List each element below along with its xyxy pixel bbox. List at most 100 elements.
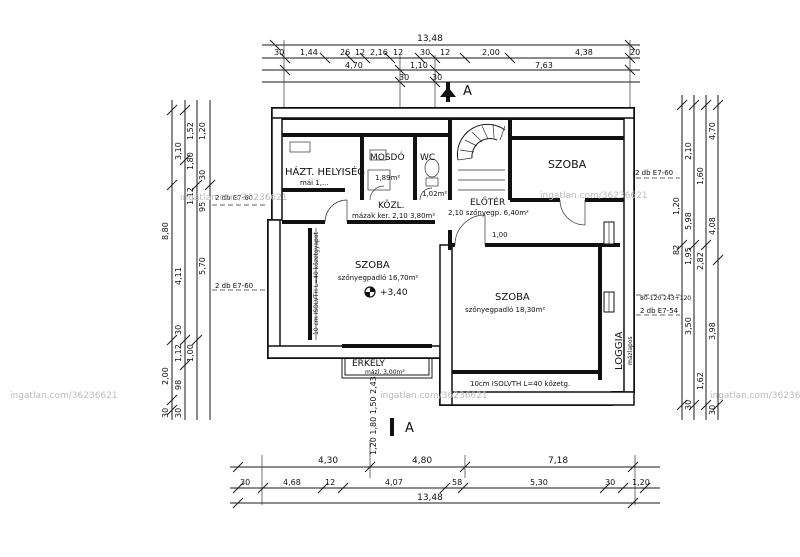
left-dim-inner-3: 1,12 [186,187,195,205]
room-wc-sub: 1,02m² [422,190,447,198]
right-dim-inner-1: 2,10 [684,142,693,160]
left-dim-inner-1: 1,20 [198,122,207,140]
left-dim-mid-2: 1,80 [186,152,195,170]
left-dim-mid-6: 98 [174,380,183,390]
room-szoba-right-sub: szőnyegpadló 18,30m² [465,305,545,314]
top-dim-9: 2,00 [482,48,500,57]
left-dim-outer-2: 4,11 [174,267,183,285]
top-dimension-block: 13,48 30 1,44 26 12 2,16 12 30 12 2,00 4… [262,34,640,108]
level-marker-icon [364,286,376,298]
left-dim-mid-3: 8,80 [161,222,170,240]
bottom-dim-r2-4: 4,07 [385,478,403,487]
watermark-4: ingatlan.com/36236621 [380,391,488,401]
right-dim-outer-3: 3,98 [708,322,717,340]
room-szoba-left: SZOBA [355,260,390,271]
bottom-dim-r2-6: 5,30 [530,478,548,487]
balcony [341,344,433,379]
room-loggia-sub: mázlapos [627,336,634,365]
reference-lines [212,177,680,316]
left-dim-outer-4: 30 [161,408,170,418]
level-value: +3,40 [380,288,408,298]
bottom-vertical-dims: 1,20 1,80 1,50 2,43 [369,376,378,455]
room-hazt-helyiseg-sub: mái 1,... [300,179,329,187]
note-right-window-sizes: 80-120 243+120 [640,295,691,302]
room-loggia: LOGGIA [614,331,625,370]
right-dim-outer-4: 30 [708,405,717,415]
bottom-dim-r2-8: 1,20 [632,478,650,487]
fixtures [289,141,440,191]
room-mosdo-sub: 1,89m² [375,174,400,182]
top-dim-r2-1: 4,70 [345,61,363,70]
room-szoba-left-sub: szőnyegpadló 16,70m² [338,273,418,282]
left-dim-inner-5: 5,70 [198,257,207,275]
watermark-3: ingatlan.com/36236621 [540,191,648,201]
room-szoba-top-right: SZOBA [548,158,587,171]
top-overall-dim: 13,48 [417,34,443,44]
walls [267,107,635,406]
top-dim-1: 30 [274,48,284,57]
room-wc: WC [420,153,435,163]
section-marker-top: A [440,82,472,102]
top-dim-6: 12 [393,48,403,57]
bottom-dim-3: 7,18 [548,456,568,466]
left-dim-inner-6: 30 [174,325,183,335]
left-dim-mid-7: 30 [174,408,183,418]
bottom-dim-2: 4,80 [412,456,432,466]
section-a-bottom: A [405,421,414,436]
notes: 10 cm ISOLVTH L=40 kőzetgyapot 10cm ISOL… [215,169,691,388]
bottom-dim-r2-1: 30 [240,478,250,487]
bottom-dim-r2-5: 58 [452,478,462,487]
right-dim-inner-3: 5,98 [684,212,693,230]
top-dim-2: 1,44 [300,48,318,57]
section-marker-bottom: A [390,418,414,436]
top-dim-5: 2,16 [370,48,388,57]
staircase [456,123,506,191]
right-dimension-block: 4,70 4,08 3,98 30 2,10 1,60 5,98 1,20 82… [672,95,724,420]
top-dim-10: 4,38 [575,48,593,57]
bottom-dim-1: 4,30 [318,456,338,466]
bottom-dimension-block: 4,30 4,80 7,18 30 4,68 12 4,07 58 5,30 3… [230,376,660,509]
note-wall-left: 10 cm ISOLVTH L=40 kőzetgyapot [313,231,320,335]
right-window [603,221,615,313]
right-dim-inner-6: 1,95 [684,247,693,265]
left-dim-mid-1: 1,52 [186,122,195,140]
right-dim-outer-2: 4,08 [708,217,717,235]
note-door-size: 1,00 [492,231,508,239]
room-kozl-sub: mázak ker. 2,10 3,80m² [352,212,435,220]
left-dim-outer-3: 2,00 [161,367,170,385]
right-dim-inner-2: 1,60 [696,167,705,185]
left-dim-outer-1: 3,10 [174,142,183,160]
watermarks: ingatlan.com/36236621 ingatlan.com/36236… [10,191,800,401]
note-window-right: 2 db E7-60 [635,169,673,177]
left-dim-inner-4: 95 [198,202,207,212]
room-erkely: ERKÉLY [352,357,385,369]
room-szoba-right: SZOBA [495,292,530,303]
room-labels: HÁZT. HELYISÉG mái 1,... MOSDÓ 1,89m² WC… [285,151,634,376]
room-hazt-helyiseg: HÁZT. HELYISÉG [285,165,365,178]
top-dim-8: 12 [440,48,450,57]
section-a-top: A [463,84,472,99]
watermark-1: ingatlan.com/36236621 [10,391,118,401]
left-dim-mid-5: 1,00 [186,344,195,362]
bottom-dim-r2-3: 12 [325,478,335,487]
top-dim-11: 20 [630,48,640,57]
room-eloter-sub: 2,10 szőnyegp. 6,40m² [448,208,529,217]
left-dim-inner-2: 30 [198,170,207,180]
note-window-left2: 2 db E7-60 [215,282,253,290]
left-dimension-block: 3,10 4,11 2,00 30 1,52 1,80 8,80 1,12 1,… [161,100,216,420]
right-dim-inner-9: 1,62 [696,372,705,390]
right-dim-inner-4: 1,20 [672,197,681,215]
watermark-2: ingatlan.com/36236621 [180,193,288,203]
note-wall-bottom: 10cm ISOLVTH L=40 kőzetg. [470,379,570,388]
note-window-right2: 2 db E7-54 [640,307,679,315]
top-dim-7: 30 [420,48,430,57]
room-erkely-sub: mázl. 3,00m² [365,369,405,376]
top-dim-r2-2: 1,10 [410,61,428,70]
bottom-dim-r2-2: 4,68 [283,478,301,487]
right-dim-inner-5: 82 [672,245,681,255]
right-dim-inner-10: 30 [684,400,693,410]
right-dim-inner-8: 3,50 [684,317,693,335]
room-mosdo: MOSDÓ [370,151,405,163]
left-dim-mid-4: 1,12 [174,344,183,362]
